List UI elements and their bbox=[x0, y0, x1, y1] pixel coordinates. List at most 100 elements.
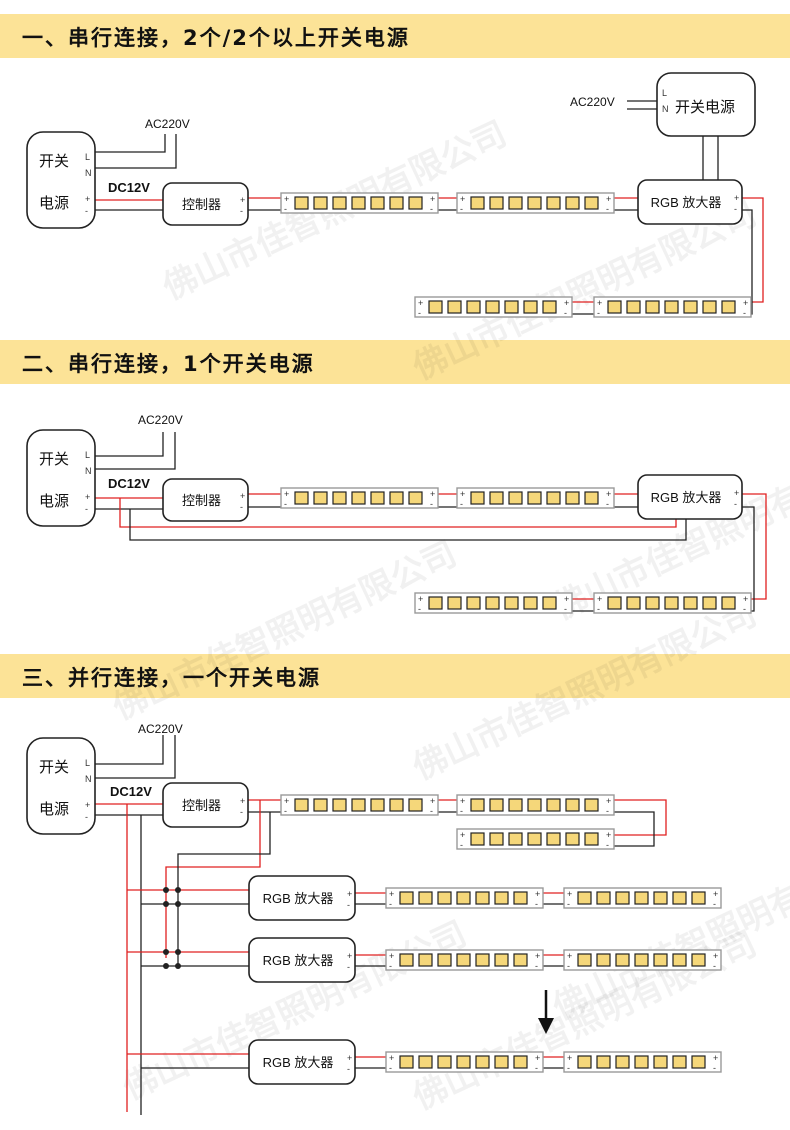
strip-3a-led bbox=[370, 798, 385, 812]
junction-dot bbox=[175, 887, 181, 893]
strip-3c1-plus-in: + bbox=[389, 1053, 394, 1063]
strip-3c-led bbox=[584, 832, 599, 846]
strip-3a1-led bbox=[513, 891, 528, 905]
strip-3b1-led bbox=[456, 953, 471, 967]
strip-3b1-led bbox=[475, 953, 490, 967]
ac-wire-n bbox=[95, 735, 176, 779]
strip-3a-led bbox=[351, 798, 366, 812]
bus-black-2 bbox=[129, 509, 687, 541]
strip-2a-minus-out: - bbox=[430, 499, 433, 509]
ctrl-sig-black bbox=[177, 812, 271, 968]
controller-1: 控制器+- bbox=[162, 182, 249, 226]
strip-1d-minus-out: - bbox=[564, 308, 567, 318]
strip-3c2-minus-out: - bbox=[713, 1063, 716, 1073]
psu-terminal-n: N bbox=[85, 774, 92, 784]
ac-label-1: AC220V bbox=[145, 117, 190, 131]
strip-3c-minus-out: - bbox=[606, 840, 609, 850]
strip-2c-led bbox=[607, 596, 622, 610]
section-title-1: 一、串行连接，2个/2个以上开关电源 bbox=[22, 26, 410, 50]
strip-3a1-plus-in: + bbox=[389, 889, 394, 899]
strip-1c-led bbox=[626, 300, 641, 314]
strip-2c-led bbox=[721, 596, 736, 610]
amplifier-2-body bbox=[637, 474, 743, 520]
psu-2-terminal-l: L bbox=[662, 88, 667, 98]
strip-3b-led bbox=[470, 798, 485, 812]
controller-1-label: 控制器 bbox=[182, 197, 221, 212]
strip-3a2-led bbox=[653, 891, 668, 905]
strip-2d-led bbox=[504, 596, 519, 610]
strip-3c1-led bbox=[437, 1055, 452, 1069]
psu-label-bottom: 电源 bbox=[39, 492, 69, 510]
ctrl-sig-red bbox=[165, 800, 261, 958]
amplifier-3a-minus: - bbox=[347, 900, 350, 910]
section-banner-3: 三、并行连接，一个开关电源 bbox=[0, 654, 790, 698]
amplifier-3c-plus: + bbox=[347, 1053, 352, 1063]
strip-3a-led bbox=[294, 798, 309, 812]
amplifier-2: RGB 放大器+- bbox=[637, 474, 743, 520]
strip-3a-plus-in: + bbox=[284, 796, 289, 806]
strip-1b-led bbox=[546, 196, 561, 210]
strip-3b-led bbox=[489, 798, 504, 812]
strip-3b-plus-out: + bbox=[606, 796, 611, 806]
strip-3c2-plus-in: + bbox=[567, 1053, 572, 1063]
section-title-2: 二、串行连接，1个开关电源 bbox=[22, 352, 315, 376]
strip-2a-plus-in: + bbox=[284, 489, 289, 499]
psu-terminal-minus: - bbox=[85, 206, 88, 216]
strip-3b2-led bbox=[653, 953, 668, 967]
strip-1a-led bbox=[351, 196, 366, 210]
strip-3c-minus-in: - bbox=[460, 840, 463, 850]
controller-2-plus: + bbox=[240, 491, 245, 501]
strip-1c-led bbox=[683, 300, 698, 314]
strip-3a1-led bbox=[437, 891, 452, 905]
amplifier-2-minus: - bbox=[734, 499, 737, 509]
psu-terminal-n: N bbox=[85, 168, 92, 178]
strip-1b-minus-out: - bbox=[606, 204, 609, 214]
strip-1c-led bbox=[664, 300, 679, 314]
psu-terminal-l: L bbox=[85, 758, 90, 768]
strip-2a-led bbox=[313, 491, 328, 505]
ac-wire-l bbox=[95, 134, 166, 153]
strip-2c-plus-out: + bbox=[743, 594, 748, 604]
strip-1a-minus-out: - bbox=[430, 204, 433, 214]
strip-3a2-led bbox=[615, 891, 630, 905]
strip-3a2-led bbox=[672, 891, 687, 905]
strip-1d-led bbox=[542, 300, 557, 314]
strip-1a-minus-in: - bbox=[284, 204, 287, 214]
strip-3c1: +-+- bbox=[385, 1051, 544, 1073]
strip-3c2-led bbox=[634, 1055, 649, 1069]
strip-3c-led bbox=[565, 832, 580, 846]
strip-2a-led bbox=[294, 491, 309, 505]
controller-2-label: 控制器 bbox=[182, 493, 221, 508]
strip-3b1-plus-in: + bbox=[389, 951, 394, 961]
junction-dot bbox=[163, 963, 169, 969]
strip-2a-plus-out: + bbox=[430, 489, 435, 499]
strip-3a1-led bbox=[494, 891, 509, 905]
strip-1a: +-+- bbox=[280, 192, 439, 214]
strip-3c2-led bbox=[672, 1055, 687, 1069]
strip-1a-led bbox=[294, 196, 309, 210]
ac-wire-l bbox=[95, 432, 164, 457]
strip-1c-plus-out: + bbox=[743, 298, 748, 308]
amplifier-3a-plus: + bbox=[347, 889, 352, 899]
strip-3b1-led bbox=[399, 953, 414, 967]
strip-2c-led bbox=[664, 596, 679, 610]
strip-2b-minus-in: - bbox=[460, 499, 463, 509]
strip-2d-plus-out: + bbox=[564, 594, 569, 604]
psu-terminal-plus: + bbox=[85, 194, 90, 204]
strip-3c2-led bbox=[596, 1055, 611, 1069]
strip-2c-led bbox=[702, 596, 717, 610]
strip-3b2-minus-in: - bbox=[567, 961, 570, 971]
strip-3b1-led bbox=[494, 953, 509, 967]
strip-3c1-led bbox=[513, 1055, 528, 1069]
psu-terminal-l: L bbox=[85, 450, 90, 460]
strip-1b-plus-in: + bbox=[460, 194, 465, 204]
strip-1b-led bbox=[584, 196, 599, 210]
psu-terminal-l: L bbox=[85, 152, 90, 162]
strip-1b-led bbox=[470, 196, 485, 210]
strip-2b: +-+- bbox=[456, 487, 615, 509]
strip-3b2-minus-out: - bbox=[713, 961, 716, 971]
psu-label-top: 开关 bbox=[39, 758, 69, 776]
psu-label-top: 开关 bbox=[39, 450, 69, 468]
amplifier-3c-label: RGB 放大器 bbox=[263, 1055, 334, 1070]
strip-1c-minus-in: - bbox=[597, 308, 600, 318]
